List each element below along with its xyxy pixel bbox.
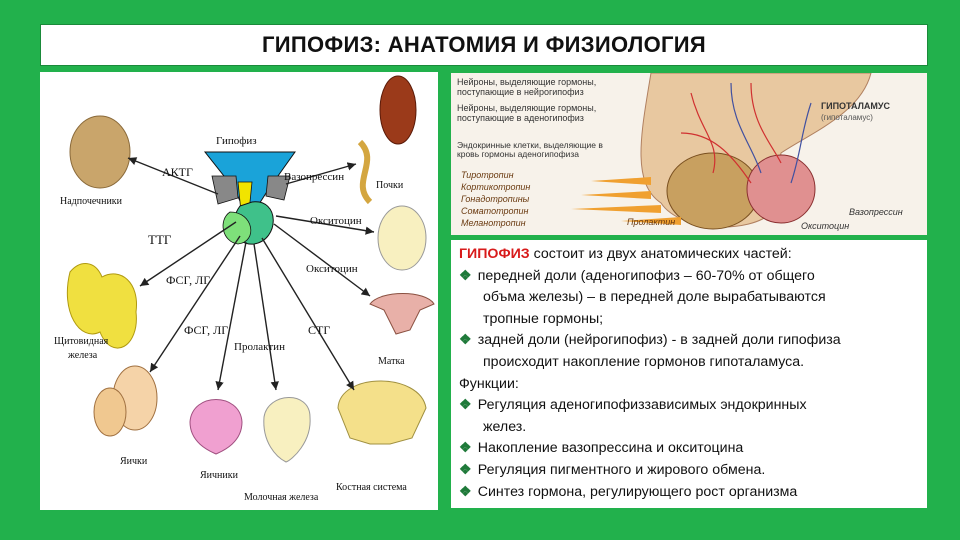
hormone-acth: Кортикотропин [461, 182, 531, 192]
bullet-1: ❖ передней доли (аденогипофиз – 60-70% от… [459, 266, 919, 288]
label-thyroid-2: железа [67, 350, 98, 361]
bullet-icon: ❖ [459, 461, 472, 478]
label-kidneys: Почки [376, 180, 404, 191]
description-text: ГИПОФИЗ состоит из двух анатомических ча… [451, 240, 927, 508]
label-adrenal: Надпочечники [60, 196, 123, 207]
bullet-2: ❖ задней доли (нейрогипофиз) - в задней д… [459, 330, 919, 352]
label-oxytocin-right: Окситоцин [801, 221, 850, 231]
label-breast: Молочная железа [244, 492, 319, 503]
label-tsh: ТТГ [148, 232, 172, 247]
intro-rest: состоит из двух анатомических частей: [529, 246, 792, 262]
breast-top-icon [377, 205, 427, 271]
kidney-tubule-icon [357, 139, 373, 205]
slide-title: ГИПОФИЗ: АНАТОМИЯ И ФИЗИОЛОГИЯ [262, 32, 706, 57]
function-2-text: Накопление вазопрессина и окситоцина [477, 440, 744, 457]
ovaries-icon [189, 399, 243, 455]
uterus-icon [369, 293, 435, 335]
label-oxytocin-1: Окситоцин [310, 215, 362, 227]
note-neurons-ant: Нейроны, выделяющие гормоны, поступающие… [457, 103, 597, 123]
pituitary-targets-diagram: Гипофиз Надпочечники Почки Щитовидная же… [40, 72, 438, 510]
label-fsh-lh-1: ФСГ, ЛГ [166, 273, 210, 287]
hormone-tsh: Тиротропин [461, 170, 514, 180]
center-label: Гипофиз [216, 135, 257, 147]
diagram-svg: Гипофиз Надпочечники Почки Щитовидная же… [54, 75, 435, 503]
bullet-icon: ❖ [459, 397, 472, 414]
function-1-line-2: желез. [483, 418, 527, 435]
label-acth: АКТГ [162, 165, 193, 179]
label-uterus: Матка [378, 356, 405, 367]
label-vasopressin: Вазопрессин [284, 171, 344, 183]
note-neurons-post: Нейроны, выделяющие гормоны, поступающие… [457, 77, 597, 97]
intro-line: ГИПОФИЗ состоит из двух анатомических ча… [459, 244, 919, 266]
anatomy-illustration: Нейроны, выделяющие гормоны, поступающие… [451, 73, 927, 235]
label-testes: Яички [120, 456, 148, 467]
bullet-icon: ❖ [459, 440, 472, 457]
kidney-icon [379, 75, 417, 145]
function-3: ❖ Регуляция пигментного и жирового обмена… [459, 460, 919, 482]
bullet-1-line-3: тропные гормоны; [483, 310, 604, 327]
bullet-1-line-1: передней доли (аденогипофиз – 60-70% от … [477, 267, 815, 284]
label-thyroid-1: Щитовидная [54, 336, 109, 347]
breast-icon [263, 397, 311, 463]
label-fsh-lh-2: ФСГ, ЛГ [184, 323, 228, 337]
label-oxytocin-2: Окситоцин [306, 263, 358, 275]
note-hypothalamus: ГИПОТАЛАМУС [821, 101, 890, 111]
function-3-text: Регуляция пигментного и жирового обмена. [477, 461, 766, 478]
function-1-line-1: Регуляция аденогипофиззависимых эндокрин… [477, 397, 807, 414]
title-box: ГИПОФИЗ: АНАТОМИЯ И ФИЗИОЛОГИЯ [40, 24, 928, 66]
function-1: ❖ Регуляция аденогипофиззависимых эндокри… [459, 395, 919, 417]
anatomy-svg [451, 73, 927, 235]
hormone-list: Тиротропин Кортикотропин Гонадотропины С… [461, 169, 530, 229]
label-gh: СТГ [308, 323, 330, 337]
bullet-icon: ❖ [459, 332, 472, 349]
bullet-2-line-1: задней доли (нейрогипофиз) - в задней до… [477, 332, 841, 349]
hormone-melano: Меланотропин [461, 218, 526, 228]
function-4: ❖ Синтез гормона, регулирующего рост орга… [459, 482, 919, 504]
note-endocrine: Эндокринные клетки, выделяющие в кровь г… [457, 140, 603, 159]
thyroid-icon [66, 263, 137, 349]
label-prolactin: Пролактин [234, 341, 285, 353]
label-bones: Костная система [336, 482, 407, 493]
adrenal-icon [69, 115, 131, 189]
bullet-1-line-2: объма железы) – в передней доле вырабаты… [483, 289, 826, 306]
testes-icon-2 [93, 387, 127, 437]
hormone-gonad: Гонадотропины [461, 194, 530, 204]
hormone-prolactin: Пролактин [627, 217, 676, 227]
pituitary-illustration [203, 151, 296, 245]
label-ovaries: Яичники [200, 470, 239, 481]
bullet-2-line-2: происходит накопление гормонов гипоталам… [483, 353, 805, 370]
arrows [127, 157, 375, 391]
functions-heading: Функции: [459, 375, 519, 392]
bullet-icon: ❖ [459, 483, 472, 500]
hormone-soma: Соматотропин [461, 206, 529, 216]
bullet-icon: ❖ [459, 267, 472, 284]
function-4-text: Синтез гормона, регулирующего рост орган… [477, 483, 798, 500]
function-2: ❖ Накопление вазопрессина и окситоцина [459, 438, 919, 460]
intro-strong: ГИПОФИЗ [459, 246, 530, 262]
label-vasopressin-right: Вазопрессин [849, 207, 903, 217]
note-hypothalamus-sub: (гипоталамус) [821, 113, 873, 122]
pelvis-icon [337, 380, 427, 445]
